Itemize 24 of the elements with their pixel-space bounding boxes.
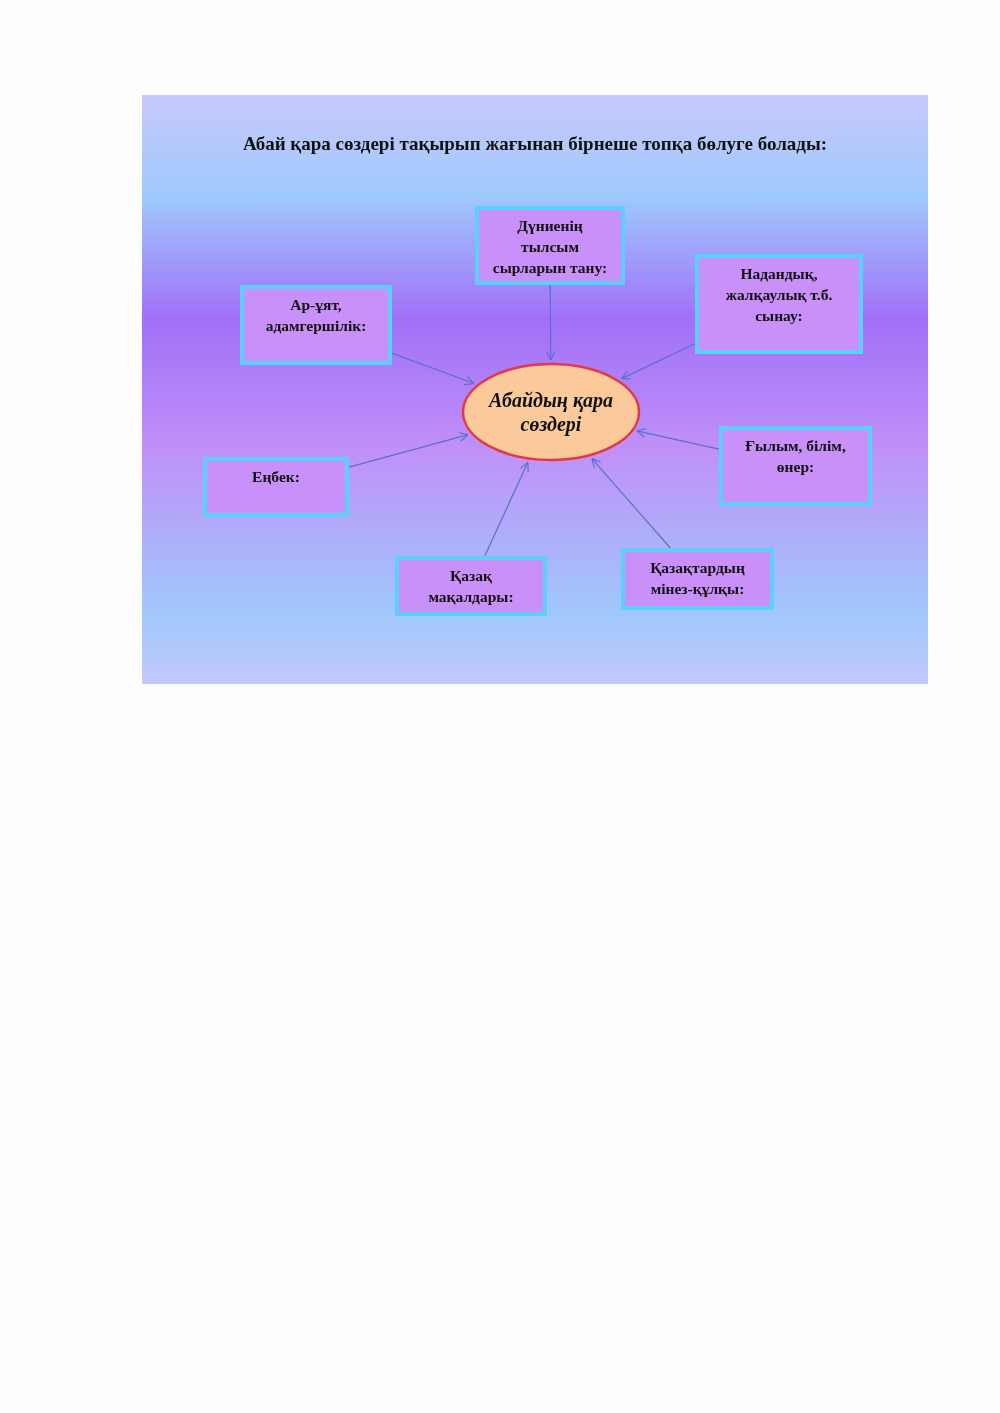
arrow: [484, 461, 529, 557]
topic-box: [240, 285, 392, 365]
arrow: [620, 343, 696, 380]
arrow: [391, 352, 475, 386]
topic-text: Еңбек:: [252, 467, 300, 487]
arrow: [348, 432, 469, 468]
topic-box: [475, 206, 625, 285]
topic-box: [719, 426, 872, 506]
topic-ellipse: [461, 362, 641, 462]
topic-text: Ар-ұят, адамгершілік:: [264, 295, 368, 336]
arrow: [636, 427, 720, 450]
topic-box: [621, 548, 774, 610]
topic-text: Ғылым, білім, өнер:: [744, 436, 847, 477]
topic-box: [203, 457, 349, 517]
topic-text: Қазақтардың мінез-құлқы:: [649, 558, 746, 599]
topic-text: Қазақ мақалдары:: [427, 566, 515, 606]
topic-box: [395, 556, 547, 616]
arrow: [591, 458, 671, 549]
topic-text: Дүниенің тылсым сырларын тану:: [491, 216, 609, 275]
diagram-title: Абай қара сөздері тақырып жағынан бірнеше топқа бөлуге болады:: [241, 133, 829, 155]
topic-text: Надандық, жалқаулық т.б. сынау:: [724, 264, 834, 326]
arrow: [545, 284, 556, 361]
topic-box: [695, 254, 863, 354]
central-topic-text: Абайдың қара сөздері: [487, 388, 615, 436]
